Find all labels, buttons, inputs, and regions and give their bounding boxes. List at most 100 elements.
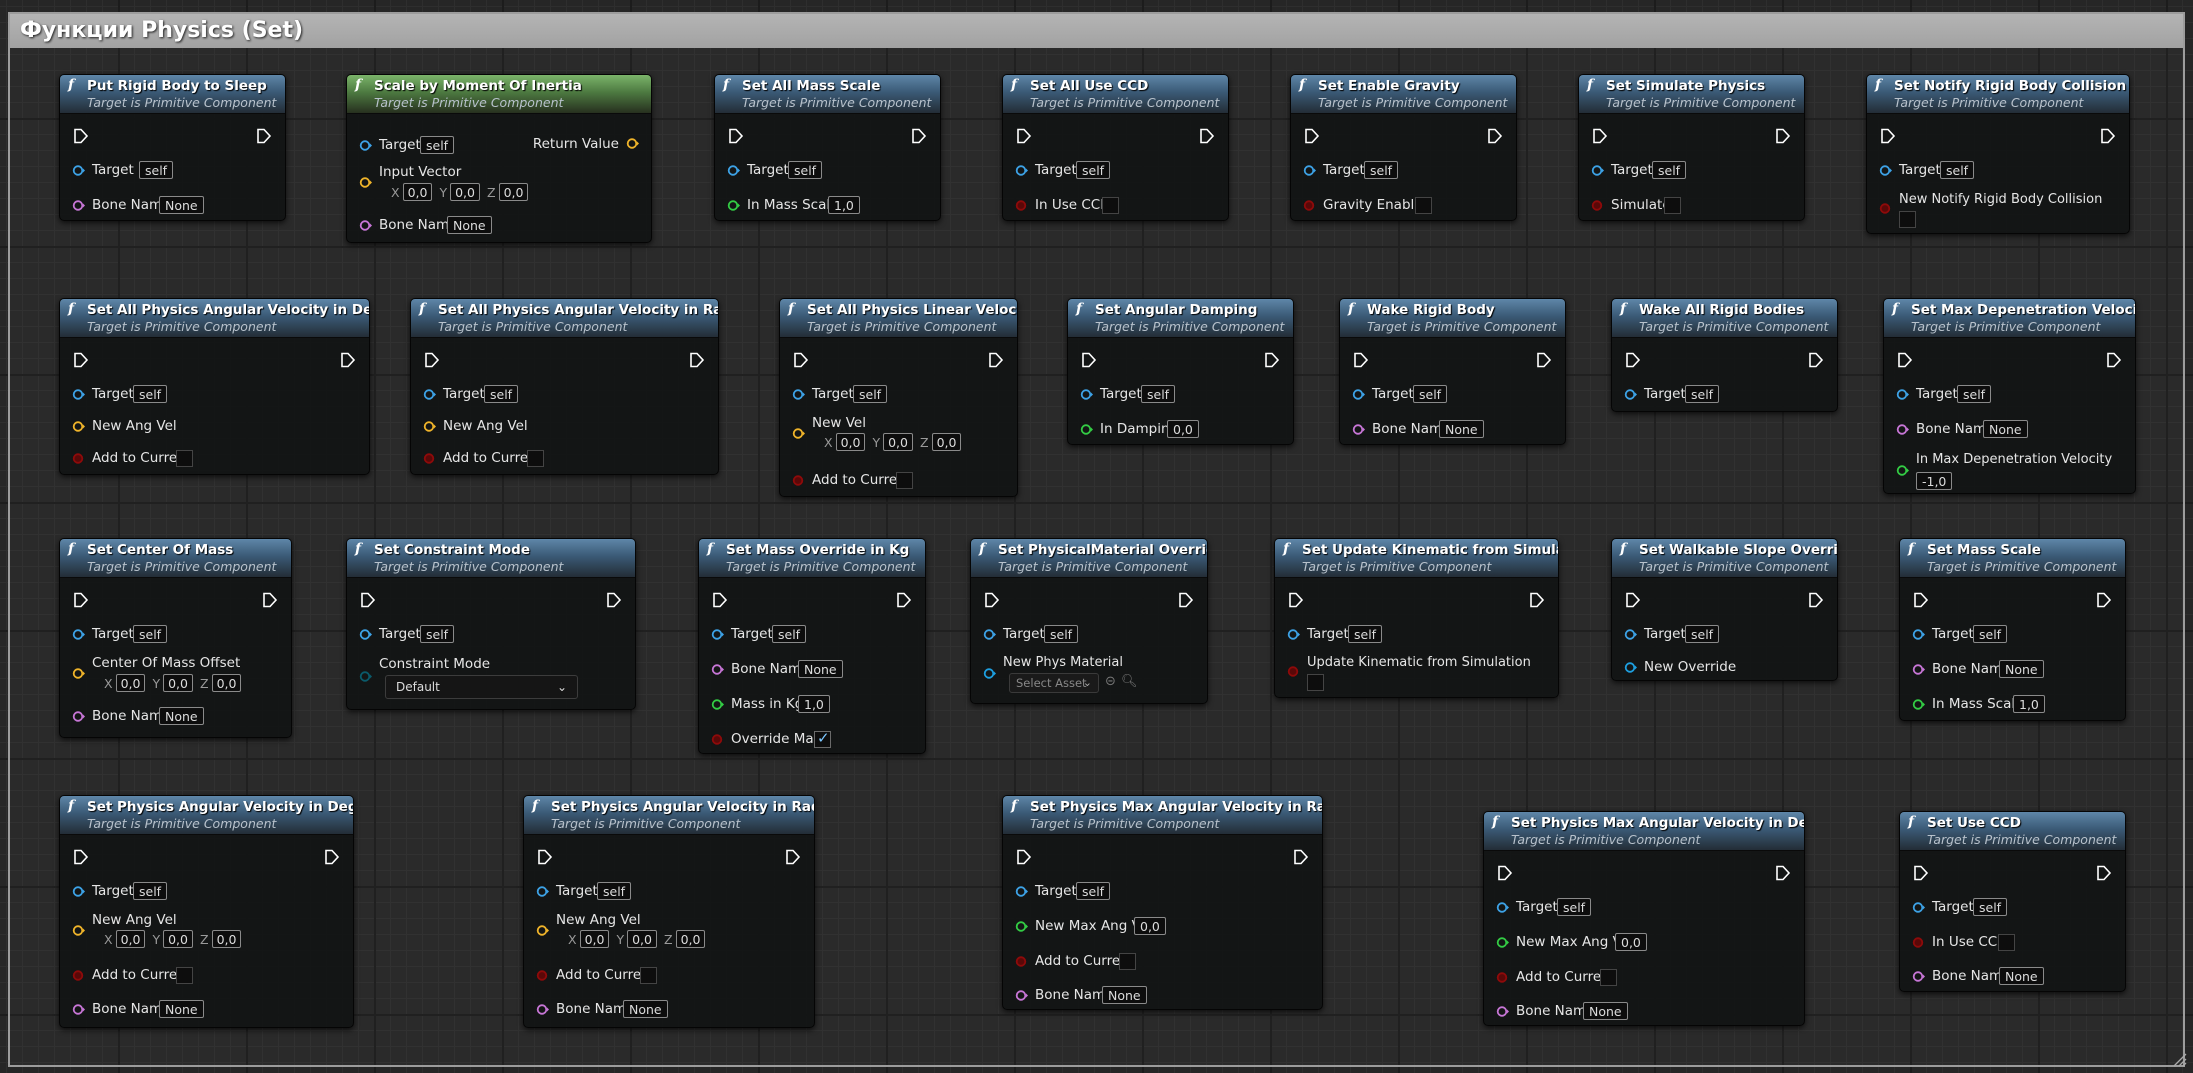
name-pin-icon[interactable]	[1496, 1005, 1509, 1018]
override-mass-checkbox[interactable]	[814, 729, 831, 748]
asset-pin-icon[interactable]	[983, 667, 996, 680]
exec-in-pin-icon[interactable]	[1880, 128, 1896, 144]
bool-pin-icon[interactable]	[1879, 202, 1892, 215]
use-ccd-checkbox[interactable]	[1998, 934, 2015, 951]
exec-out-pin-icon[interactable]	[689, 352, 705, 368]
object-pin-icon[interactable]	[1912, 628, 1925, 641]
exec-in-pin-icon[interactable]	[1497, 865, 1513, 881]
target-value-field[interactable]: self	[1557, 898, 1592, 916]
target-value-field[interactable]: self	[1044, 625, 1079, 643]
mass-in-kg-field[interactable]: 1,0	[798, 695, 830, 713]
exec-in-pin-icon[interactable]	[424, 352, 440, 368]
exec-out-pin-icon[interactable]	[1808, 592, 1824, 608]
exec-in-pin-icon[interactable]	[73, 352, 89, 368]
vector-y-field[interactable]: 0,0	[163, 674, 193, 692]
bone-name-field[interactable]: None	[623, 1000, 668, 1018]
exec-out-pin-icon[interactable]	[785, 849, 801, 865]
add-to-current-checkbox[interactable]	[1119, 953, 1136, 970]
exec-out-pin-icon[interactable]	[1775, 865, 1791, 881]
vector-y-field[interactable]: 0,0	[450, 183, 480, 201]
name-pin-icon[interactable]	[72, 710, 85, 723]
target-value-field[interactable]: self	[1685, 385, 1720, 403]
exec-out-pin-icon[interactable]	[1529, 592, 1545, 608]
float-pin-icon[interactable]	[1496, 936, 1509, 949]
exec-in-pin-icon[interactable]	[537, 849, 553, 865]
exec-in-pin-icon[interactable]	[728, 128, 744, 144]
object-pin-icon[interactable]	[1624, 388, 1637, 401]
vector-x-field[interactable]: 0,0	[115, 930, 146, 948]
name-pin-icon[interactable]	[1896, 423, 1909, 436]
resize-grip-icon[interactable]	[2171, 1051, 2187, 1067]
vector-z-field[interactable]: 0,0	[498, 183, 529, 201]
object-pin-icon[interactable]	[72, 388, 85, 401]
target-value-field[interactable]: self	[1685, 625, 1720, 643]
name-pin-icon[interactable]	[359, 219, 372, 232]
vector-z-field[interactable]: 0,0	[931, 433, 962, 451]
target-value-field[interactable]: self	[853, 385, 888, 403]
target-value-field[interactable]: self	[420, 136, 455, 154]
bool-pin-icon[interactable]	[1015, 199, 1028, 212]
exec-out-pin-icon[interactable]	[1178, 592, 1194, 608]
object-pin-icon[interactable]	[1303, 164, 1316, 177]
bone-name-field[interactable]: None	[1102, 986, 1147, 1004]
object-pin-icon[interactable]	[72, 164, 85, 177]
exec-in-pin-icon[interactable]	[1592, 128, 1608, 144]
bone-name-field[interactable]: None	[1999, 660, 2044, 678]
object-pin-icon[interactable]	[1896, 388, 1909, 401]
add-to-current-checkbox[interactable]	[176, 967, 193, 984]
target-value-field[interactable]: self	[1957, 385, 1992, 403]
target-value-field[interactable]: self	[1076, 882, 1111, 900]
notify-collision-checkbox[interactable]	[1899, 211, 1916, 228]
target-value-field[interactable]: self	[133, 882, 168, 900]
name-pin-icon[interactable]	[1912, 663, 1925, 676]
exec-in-pin-icon[interactable]	[1016, 849, 1032, 865]
object-pin-icon[interactable]	[72, 885, 85, 898]
float-pin-icon[interactable]	[711, 698, 724, 711]
object-pin-icon[interactable]	[536, 885, 549, 898]
exec-in-pin-icon[interactable]	[1913, 865, 1929, 881]
exec-in-pin-icon[interactable]	[1081, 352, 1097, 368]
exec-out-pin-icon[interactable]	[1536, 352, 1552, 368]
name-pin-icon[interactable]	[536, 1003, 549, 1016]
bool-pin-icon[interactable]	[1591, 199, 1604, 212]
bone-name-field[interactable]: None	[159, 1000, 204, 1018]
target-value-field[interactable]: self	[1413, 385, 1448, 403]
exec-out-pin-icon[interactable]	[324, 849, 340, 865]
exec-out-pin-icon[interactable]	[606, 592, 622, 608]
float-pin-icon[interactable]	[1015, 920, 1028, 933]
name-pin-icon[interactable]	[1015, 989, 1028, 1002]
vector-z-field[interactable]: 0,0	[675, 930, 706, 948]
bone-name-field[interactable]: None	[1999, 967, 2044, 985]
object-pin-icon[interactable]	[359, 139, 372, 152]
struct-pin-icon[interactable]	[359, 176, 372, 189]
bool-pin-icon[interactable]	[1287, 665, 1300, 678]
target-value-field[interactable]: self	[1141, 385, 1176, 403]
struct-pin-icon[interactable]	[536, 924, 549, 937]
target-value-field[interactable]: self	[1973, 625, 2008, 643]
object-pin-icon[interactable]	[711, 628, 724, 641]
exec-out-pin-icon[interactable]	[262, 592, 278, 608]
exec-in-pin-icon[interactable]	[1288, 592, 1304, 608]
